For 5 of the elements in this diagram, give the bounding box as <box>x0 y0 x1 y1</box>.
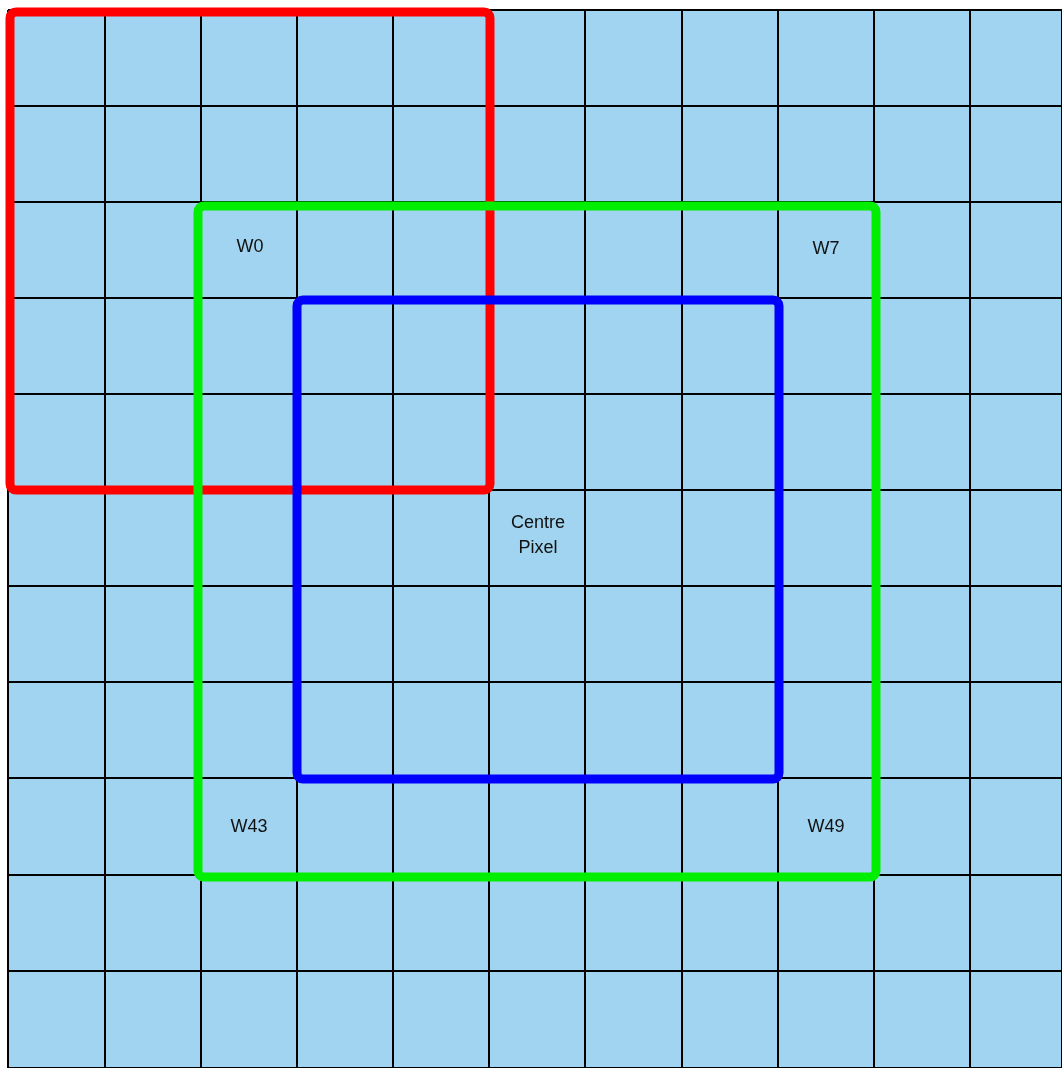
weight-label: W7 <box>811 237 841 260</box>
weight-label: W49 <box>806 815 846 838</box>
weight-label: W43 <box>229 815 269 838</box>
pixel-label: Centre Pixel <box>510 511 566 559</box>
weight-label: W0 <box>235 235 265 258</box>
